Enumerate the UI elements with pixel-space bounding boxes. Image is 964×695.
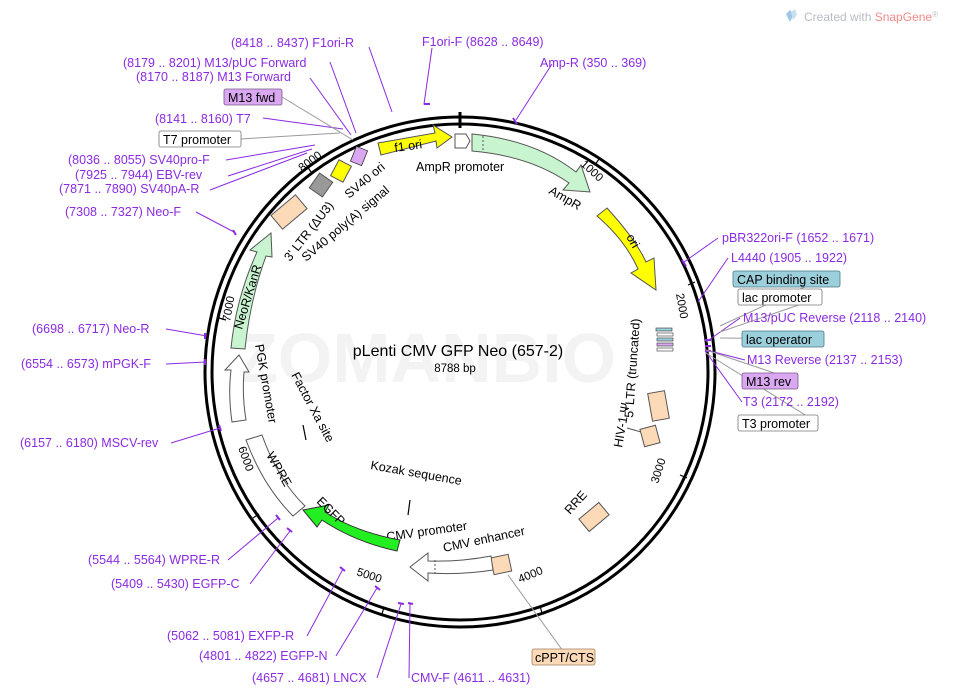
- site-wpre-r: (5544 .. 5564) WPRE-R: [88, 553, 220, 567]
- egfp-arrow: [302, 504, 401, 552]
- lac-region-marks: [655, 327, 674, 352]
- plasmid-name: pLenti CMV GFP Neo (657-2): [353, 343, 563, 360]
- ltr5-label: 5' LTR (truncated): [622, 318, 643, 418]
- snapgene-credit: Created with SnapGene®: [786, 9, 938, 24]
- site-lncx: (4657 .. 4681) LNCX: [252, 671, 367, 685]
- m13-region-marks: [349, 145, 369, 167]
- watermark-text: ZOMANBIO: [235, 319, 616, 397]
- cmv-enhancer-arrow: [409, 551, 494, 583]
- box-t7-promoter: T7 promoter: [158, 130, 242, 148]
- box-m13-rev: M13 rev: [741, 372, 799, 390]
- site-t7: (8141 .. 8160) T7: [155, 112, 251, 126]
- svg-text:lac promoter: lac promoter: [742, 291, 811, 305]
- kozak-label: Kozak sequence: [369, 458, 462, 488]
- svg-text:M13 fwd: M13 fwd: [228, 91, 275, 105]
- site-amp-r: Amp-R (350 .. 369): [540, 56, 646, 70]
- site-ebv-rev: (7925 .. 7944) EBV-rev: [75, 168, 203, 182]
- site-cmv-f: CMV-F (4611 .. 4631): [411, 671, 530, 685]
- site-exfp-r: (5062 .. 5081) EXFP-R: [167, 629, 294, 643]
- site-l4440: L4440 (1905 .. 1922): [731, 251, 847, 265]
- site-sv40pro-f: (8036 .. 8055) SV40pro-F: [68, 153, 210, 167]
- credit-brand: SnapGene: [875, 10, 933, 24]
- site-m13-reverse: M13 Reverse (2137 .. 2153): [747, 353, 903, 367]
- credit-prefix: Created with: [804, 10, 875, 24]
- site-m13-forward: (8170 .. 8187) M13 Forward: [136, 70, 291, 84]
- svg-text:cPPT/CTS: cPPT/CTS: [535, 651, 594, 665]
- cppt-box: [489, 553, 513, 576]
- neor-arrow: [230, 231, 273, 350]
- sv40-ori-box: [329, 159, 353, 183]
- site-pbr322ori-f: pBR322ori-F (1652 .. 1671): [722, 231, 874, 245]
- hiv-psi-box: [639, 424, 661, 448]
- sv40-polya-box: [308, 172, 334, 198]
- tick-marks: [218, 158, 696, 615]
- site-f1ori-r: (8418 .. 8437) F1ori-R: [231, 36, 354, 50]
- plasmid-length: 8788 bp: [434, 363, 476, 375]
- site-neo-f: (7308 .. 7327) Neo-F: [65, 205, 181, 219]
- svg-text:M13 rev: M13 rev: [746, 375, 792, 389]
- rre-label: RRE: [562, 488, 590, 517]
- site-m13puc-reverse: M13/pUC Reverse (2118 .. 2140): [743, 311, 926, 325]
- svg-text:Created with SnapGene®: Created with SnapGene®: [804, 10, 938, 24]
- wpre-box: [245, 434, 306, 517]
- svg-text:lac operator: lac operator: [746, 333, 812, 347]
- ori-arrow: [596, 207, 657, 291]
- box-lac-operator: lac operator: [741, 330, 825, 348]
- ltr3-box: [270, 194, 308, 230]
- box-t3-promoter: T3 promoter: [737, 414, 819, 432]
- svg-text:T3 promoter: T3 promoter: [742, 417, 810, 431]
- svg-text:CAP binding site: CAP binding site: [737, 273, 829, 287]
- svg-text:T7 promoter: T7 promoter: [163, 133, 231, 147]
- ampr-promoter-label: AmpR promoter: [416, 160, 504, 174]
- site-m13puc-forward: (8179 .. 8201) M13/pUC Forward: [123, 56, 306, 70]
- box-m13-fwd: M13 fwd: [223, 88, 283, 106]
- site-mscv-rev: (6157 .. 6180) MSCV-rev: [20, 436, 159, 450]
- box-cppt-cts: cPPT/CTS: [531, 648, 596, 666]
- tick-5000: 5000: [355, 566, 383, 585]
- rre-box: [578, 501, 610, 533]
- snapgene-logo-icon: [786, 9, 797, 22]
- tick-2000: 2000: [673, 292, 689, 319]
- site-neo-r: (6698 .. 6717) Neo-R: [32, 322, 149, 336]
- site-mpgk-f: (6554 .. 6573) mPGK-F: [21, 357, 151, 371]
- hiv-psi-label: HIV-1 Ψ: [611, 402, 633, 449]
- box-lac-promoter: lac promoter: [737, 288, 823, 306]
- ampr-promoter-arrow: [454, 133, 471, 149]
- tick-3000: 3000: [649, 457, 668, 485]
- site-sv40pa-r: (7871 .. 7890) SV40pA-R: [59, 182, 199, 196]
- site-egfp-n: (4801 .. 4822) EGFP-N: [199, 649, 328, 663]
- credit-mark: ®: [932, 10, 938, 19]
- ampr-arrow: [471, 133, 591, 193]
- site-egfp-c: (5409 .. 5430) EGFP-C: [111, 577, 240, 591]
- tick-4000: 4000: [517, 565, 545, 586]
- tick-7000: 7000: [221, 295, 237, 322]
- ori-label: ori: [623, 232, 642, 251]
- pgk-promoter-arrow: [223, 354, 250, 423]
- site-t3: T3 (2172 .. 2192): [743, 395, 839, 409]
- site-f1ori-f: F1ori-F (8628 .. 8649): [422, 35, 544, 49]
- ltr5-box: [647, 390, 670, 422]
- box-cap-binding-site: CAP binding site: [732, 270, 841, 288]
- f1-ori-label: f1 ori: [393, 137, 422, 155]
- f1-ori-arrow: [377, 123, 453, 156]
